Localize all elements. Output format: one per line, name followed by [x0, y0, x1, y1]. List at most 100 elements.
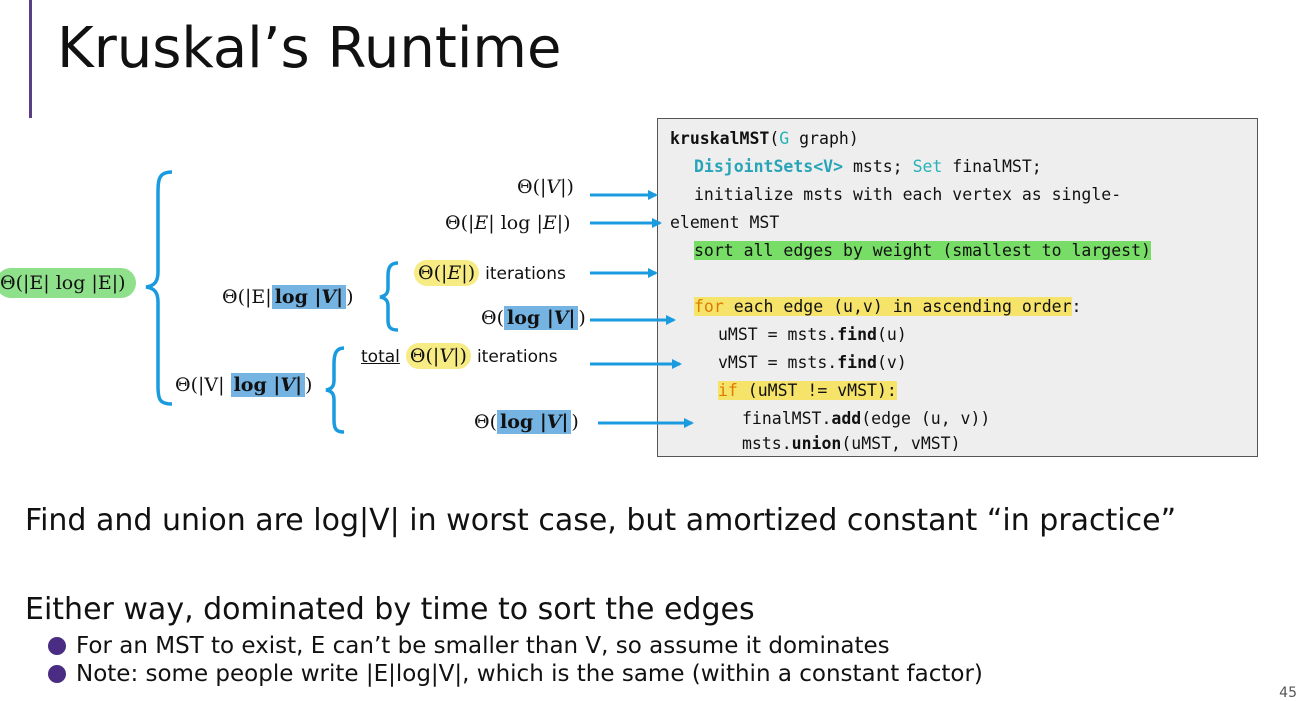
- math-token: ): [346, 286, 354, 308]
- math-token: ): [578, 307, 586, 329]
- math-token: |: [273, 374, 281, 396]
- math-token: Θ: [222, 286, 238, 308]
- code-token: finalMST;: [942, 157, 1042, 176]
- brace-loop: [379, 261, 399, 332]
- math-token: (: [496, 307, 504, 329]
- math-token: Θ: [517, 176, 533, 198]
- union-logv-highlight: log |V|: [230, 373, 305, 397]
- slide-title: Kruskal’s Runtime: [57, 16, 562, 81]
- total-highlight: Θ(|E| log |E|): [0, 268, 136, 298]
- code-line-9: if (uMST != vMST):: [718, 380, 897, 402]
- label-total-runtime: Θ(|E| log |E|): [0, 268, 136, 298]
- logv-highlight: log |V|: [271, 285, 347, 309]
- code-line-8: vMST = msts.find(v): [718, 352, 907, 374]
- math-token: log: [233, 374, 267, 396]
- math-token: |: [245, 286, 252, 308]
- code-line-5: sort all edges by weight (smallest to la…: [694, 240, 1151, 262]
- math-token: ): [566, 176, 574, 198]
- code-line-11: msts.union(uMST, vMST): [742, 433, 961, 455]
- math-token: V: [439, 345, 454, 367]
- math-token: E: [447, 262, 462, 284]
- math-token: |: [461, 262, 468, 284]
- code-keyword: for: [694, 297, 724, 316]
- math-token: [225, 374, 231, 396]
- code-line-1: kruskalMST(G graph): [670, 128, 859, 150]
- math-token: |: [336, 286, 344, 308]
- math-token: |: [561, 411, 569, 433]
- code-keyword: if: [718, 381, 738, 400]
- code-line-6: for each edge (u,v) in ascending order:: [694, 296, 1081, 318]
- body-paragraph-1: Find and union are log|V| in worst case,…: [25, 503, 1177, 538]
- title-accent-bar: [29, 0, 32, 118]
- math-token: E: [474, 212, 489, 234]
- math-token: E: [251, 286, 266, 308]
- e-iter-highlight: Θ(|E|): [414, 260, 480, 286]
- code-token: uMST = msts.: [718, 325, 838, 344]
- math-token: E: [542, 212, 557, 234]
- math-token: V: [321, 286, 337, 308]
- code-function-name: add: [831, 409, 862, 428]
- find-logv-highlight: log |V|: [504, 306, 579, 330]
- bullet-2: Note: some people write |E|log|V|, which…: [76, 661, 983, 687]
- code-token: msts;: [843, 157, 913, 176]
- math-token: V: [280, 374, 296, 396]
- math-token: (: [489, 411, 497, 433]
- label-union-runtime: Θ(log |V|): [474, 409, 579, 435]
- v-iter-highlight: Θ(|V|): [405, 343, 471, 369]
- math-token: |: [295, 374, 302, 396]
- math-token: log: [274, 286, 308, 308]
- loop-highlight: for each edge (u,v) in ascending order: [694, 297, 1072, 316]
- math-token: Θ: [175, 374, 191, 396]
- math-token: Θ: [409, 345, 426, 367]
- math-token: |: [441, 262, 448, 284]
- code-token: graph): [789, 129, 859, 148]
- math-token: |: [546, 307, 554, 329]
- page-number: 45: [1279, 685, 1297, 701]
- label-find-runtime: Θ(log |V|): [481, 305, 586, 331]
- math-token: (: [237, 286, 245, 308]
- math-token: [308, 286, 315, 308]
- math-token: log: [500, 411, 534, 433]
- code-token: (uMST, vMST): [841, 434, 961, 453]
- total-label: total: [361, 347, 400, 367]
- math-token: |: [198, 374, 205, 396]
- math-token: |: [218, 374, 225, 396]
- math-token: [540, 307, 547, 329]
- bullet-icon: [48, 637, 66, 655]
- code-type: G: [779, 129, 790, 148]
- label-v-iterations: total Θ(|V|) iterations: [361, 343, 558, 370]
- code-type: DisjointSets<V>: [694, 157, 844, 176]
- code-token: (: [769, 129, 780, 148]
- sort-highlight: sort all edges by weight (smallest to la…: [694, 241, 1151, 260]
- math-token: ): [563, 212, 571, 234]
- label-theta-v: Θ(|V|): [517, 174, 574, 200]
- code-line-2: DisjointSets<V> msts; Set finalMST;: [694, 156, 1042, 178]
- body-paragraph-2: Either way, dominated by time to sort th…: [25, 592, 755, 627]
- math-token: |: [265, 286, 272, 308]
- math-token: |: [568, 307, 576, 329]
- label-loop-runtime: Θ(|E|log |V|): [222, 284, 354, 310]
- label-union-loop-runtime: Θ(|V| log |V|): [175, 372, 312, 398]
- math-token: V: [546, 411, 562, 433]
- code-function-name: find: [837, 353, 877, 372]
- brace-union: [325, 346, 345, 434]
- code-type: Set: [912, 157, 943, 176]
- bullet-1: For an MST to exist, E can’t be smaller …: [76, 633, 890, 659]
- math-token: |: [540, 176, 547, 198]
- math-token: Θ: [474, 411, 490, 433]
- label-theta-elogE: Θ(|E| log |E|): [445, 210, 571, 236]
- math-token: |: [488, 212, 495, 234]
- math-token: (: [460, 212, 468, 234]
- if-highlight: if (uMST != vMST):: [718, 381, 897, 400]
- math-token: |: [314, 286, 322, 308]
- code-token: :: [1071, 297, 1082, 316]
- math-token: (: [190, 374, 198, 396]
- label-e-iterations: Θ(|E|) iterations: [414, 260, 566, 287]
- math-token: Θ: [481, 307, 497, 329]
- math-token: [533, 411, 540, 433]
- math-token: log: [507, 307, 541, 329]
- math-token: |: [539, 411, 547, 433]
- math-token: Θ: [418, 262, 434, 284]
- code-token: (v): [876, 353, 907, 372]
